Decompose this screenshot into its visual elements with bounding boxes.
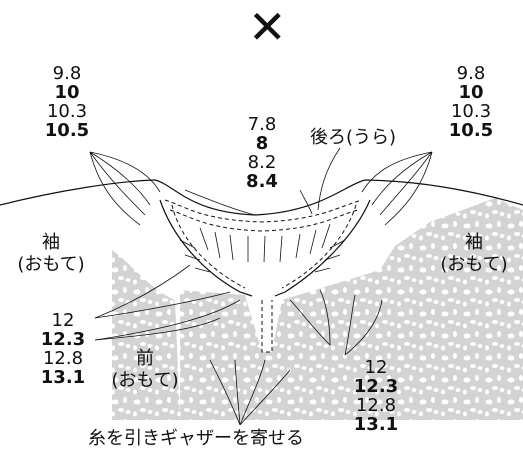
label-sleeve-left: 袖 (おもて): [6, 232, 96, 276]
value-4: 13.1: [40, 367, 86, 388]
label-top-right: 9.8 10 10.3 10.5: [442, 64, 500, 140]
fabric-print-center: [180, 198, 523, 420]
placket-line: [261, 300, 273, 353]
front-word: 前: [136, 348, 154, 369]
label-front: 前 (おもて): [100, 348, 190, 392]
sleeve-outline-left: [0, 179, 156, 206]
value-1: 9.8: [456, 63, 486, 84]
label-sleeve-right: 袖 (おもて): [428, 232, 520, 276]
value-2: 12.3: [40, 329, 86, 350]
label-bottom-right: 12 12.3 12.8 13.1: [345, 358, 407, 434]
value-3: 8.2: [247, 152, 277, 173]
value-2: 10: [54, 82, 80, 103]
stitch-line-4: [281, 204, 357, 289]
cross-mark: ✕: [248, 0, 287, 54]
label-bottom-left: 12 12.3 12.8 13.1: [32, 311, 94, 387]
side-word: (おもて): [111, 370, 179, 391]
stitch-line-3: [171, 204, 246, 289]
value-3: 12.8: [42, 348, 84, 369]
stitch-line-1: [164, 199, 363, 223]
label-back: 後ろ(うら): [310, 127, 397, 148]
neckline-front-right: [274, 199, 371, 297]
leader-lines: [89, 147, 433, 426]
value-4: 10.5: [44, 120, 90, 141]
side-word: (おもて): [17, 254, 85, 275]
label-top-left: 9.8 10 10.3 10.5: [38, 64, 96, 140]
value-3: 10.3: [450, 101, 492, 122]
value-4: 10.5: [448, 120, 494, 141]
neckline-back: [154, 179, 366, 216]
value-2: 12.3: [353, 376, 399, 397]
value-1: 12: [51, 310, 75, 331]
value-3: 10.3: [46, 101, 88, 122]
value-1: 9.8: [52, 63, 82, 84]
value-1: 7.8: [247, 114, 277, 135]
value-2: 10: [458, 82, 484, 103]
value-1: 12: [364, 357, 388, 378]
neckline-front-left: [159, 199, 253, 297]
label-center: 7.8 8 8.2 8.4: [232, 115, 292, 191]
sleeve-word: 袖: [465, 232, 483, 253]
value-3: 12.8: [355, 395, 397, 416]
label-gather-instruction: 糸を引きギャザーを寄せる: [88, 428, 304, 449]
sleeve-outline-right: [364, 179, 523, 206]
side-word: (おもて): [440, 254, 508, 275]
gather-folds: [179, 223, 346, 273]
value-4: 13.1: [353, 414, 399, 435]
value-2: 8: [255, 133, 269, 154]
sleeve-word: 袖: [42, 232, 60, 253]
value-4: 8.4: [246, 171, 278, 192]
